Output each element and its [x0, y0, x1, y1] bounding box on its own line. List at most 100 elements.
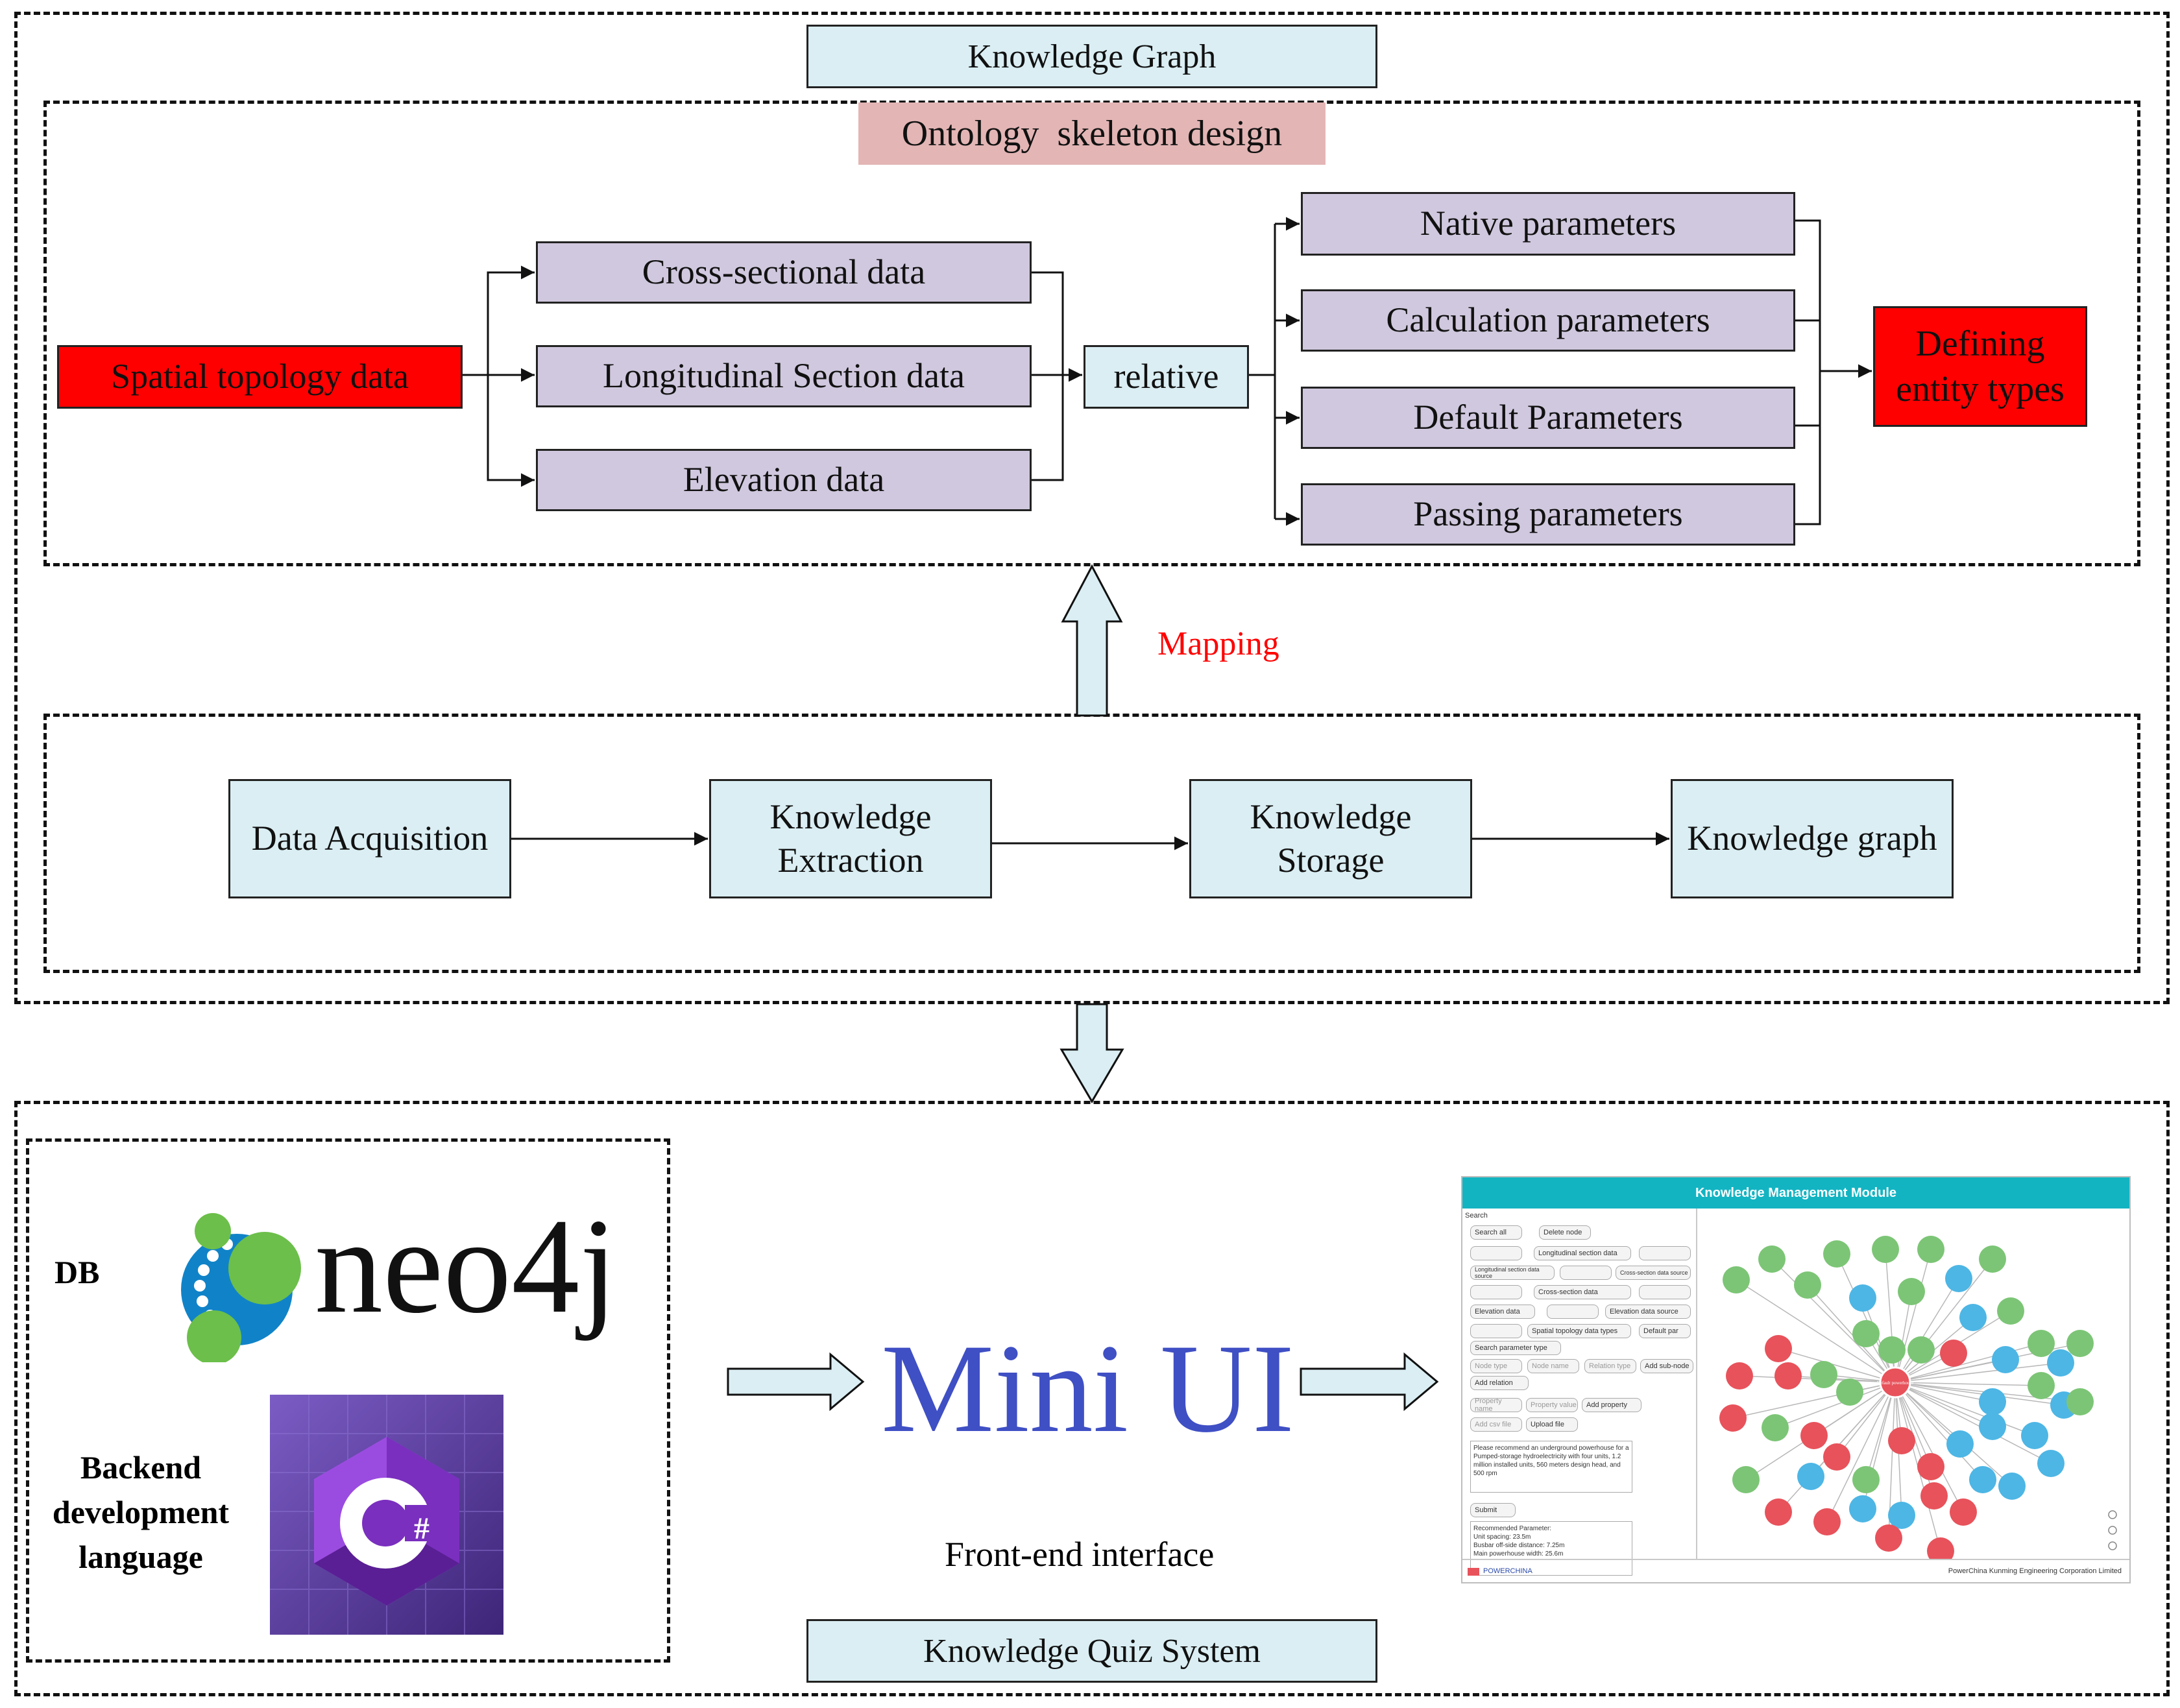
- powerchina-logo-icon: [1468, 1568, 1479, 1576]
- graph-node[interactable]: [1920, 1482, 1948, 1510]
- graph-node[interactable]: [1849, 1284, 1876, 1312]
- km-answer-line: Unit spacing: 23.5m: [1473, 1534, 1531, 1541]
- km-btn-search-all[interactable]: Search all: [1470, 1225, 1522, 1240]
- graph-node[interactable]: [1852, 1320, 1880, 1347]
- graph-node[interactable]: [2028, 1372, 2055, 1399]
- calculation-parameters-box: Calculation parameters: [1301, 289, 1795, 352]
- km-input-prop-name[interactable]: Property name: [1470, 1397, 1522, 1413]
- graph-node[interactable]: [1940, 1340, 1967, 1367]
- km-btn-elevation-source[interactable]: Elevation data source: [1605, 1305, 1691, 1319]
- graph-edge: [1895, 1382, 1993, 1427]
- km-input-prop-value[interactable]: Property value: [1526, 1398, 1578, 1412]
- graph-node[interactable]: [1992, 1346, 2019, 1373]
- graph-node[interactable]: [1813, 1508, 1841, 1535]
- km-btn-add-subnode[interactable]: Add sub-node: [1640, 1359, 1693, 1373]
- graph-node[interactable]: [1875, 1524, 1902, 1552]
- km-select-default[interactable]: Default par: [1639, 1324, 1691, 1338]
- graph-node[interactable]: [1979, 1245, 2006, 1273]
- zoom-control-icon[interactable]: [2108, 1541, 2117, 1550]
- km-module-screenshot: Knowledge Management Module Search Searc…: [1461, 1176, 2131, 1583]
- knowledge-graph-box: Knowledge graph: [1671, 779, 1954, 898]
- km-footer-right: PowerChina Kunming Engineering Corporati…: [1948, 1567, 2122, 1575]
- graph-node[interactable]: [1726, 1362, 1753, 1389]
- graph-node[interactable]: [1823, 1240, 1850, 1268]
- native-parameters-box: Native parameters: [1301, 192, 1795, 256]
- km-select-1[interactable]: [1470, 1246, 1522, 1260]
- graph-edge: [1895, 1382, 2035, 1436]
- graph-node[interactable]: [1836, 1378, 1863, 1406]
- graph-node[interactable]: [1800, 1422, 1828, 1449]
- graph-node[interactable]: [1872, 1236, 1899, 1263]
- zoom-control-icon[interactable]: [2108, 1526, 2117, 1535]
- graph-node[interactable]: [1898, 1278, 1925, 1305]
- km-btn-cross-section[interactable]: Cross-section data: [1534, 1285, 1631, 1299]
- graph-node[interactable]: [1917, 1453, 1944, 1480]
- data-acquisition-box: Data Acquisition: [228, 779, 511, 898]
- km-btn-add-property[interactable]: Add property: [1582, 1398, 1641, 1412]
- graph-node[interactable]: [1723, 1266, 1750, 1293]
- km-btn-add-relation[interactable]: Add relation: [1470, 1376, 1529, 1390]
- km-btn-submit[interactable]: Submit: [1470, 1503, 1516, 1517]
- graph-node[interactable]: [1719, 1404, 1747, 1432]
- km-graph-view[interactable]: Default powerhouse: [1697, 1209, 2131, 1559]
- graph-node[interactable]: [2021, 1422, 2048, 1449]
- graph-node[interactable]: [1758, 1245, 1786, 1273]
- graph-node[interactable]: [1979, 1413, 2006, 1440]
- graph-node[interactable]: [1810, 1361, 1837, 1388]
- km-btn-longitudinal[interactable]: Longitudinal section data: [1534, 1246, 1631, 1260]
- km-btn-delete-node[interactable]: Delete node: [1539, 1225, 1591, 1240]
- graph-node[interactable]: [1774, 1362, 1802, 1389]
- graph-node[interactable]: [1945, 1265, 1972, 1292]
- graph-node[interactable]: [1946, 1430, 1974, 1458]
- graph-node[interactable]: [2066, 1388, 2094, 1415]
- graph-node[interactable]: [1732, 1466, 1760, 1493]
- graph-edge: [1895, 1382, 2042, 1386]
- km-btn-search-param[interactable]: Search parameter type: [1470, 1341, 1561, 1355]
- km-select-2[interactable]: [1639, 1246, 1691, 1260]
- graph-node[interactable]: [2037, 1450, 2065, 1477]
- km-btn-upload[interactable]: Upload file: [1526, 1417, 1578, 1432]
- graph-node[interactable]: [1852, 1466, 1880, 1493]
- graph-node[interactable]: [2066, 1330, 2094, 1357]
- graph-node[interactable]: [2028, 1330, 2055, 1357]
- graph-node[interactable]: [2047, 1349, 2074, 1377]
- km-btn-cross-source[interactable]: Cross-section data source: [1616, 1266, 1691, 1280]
- km-input-csv[interactable]: Add csv file: [1470, 1417, 1522, 1432]
- graph-node[interactable]: [1849, 1495, 1876, 1522]
- graph-node[interactable]: [1797, 1463, 1824, 1490]
- zoom-control-icon[interactable]: [2108, 1510, 2117, 1519]
- mapping-label: Mapping: [1157, 625, 1279, 662]
- graph-node[interactable]: [1888, 1502, 1915, 1529]
- km-select-3[interactable]: [1560, 1266, 1612, 1280]
- km-select-7[interactable]: [1470, 1324, 1522, 1338]
- km-btn-long-source[interactable]: Longitudinal section data source: [1470, 1266, 1555, 1280]
- graph-node[interactable]: [1908, 1336, 1935, 1364]
- graph-node[interactable]: [1927, 1537, 1954, 1559]
- graph-node[interactable]: [1888, 1427, 1915, 1454]
- km-input-node-name[interactable]: Node name: [1527, 1359, 1579, 1373]
- graph-node[interactable]: [1878, 1336, 1906, 1364]
- km-btn-elevation[interactable]: Elevation data: [1470, 1305, 1535, 1319]
- graph-node[interactable]: [1765, 1335, 1792, 1362]
- km-select-5[interactable]: [1639, 1285, 1691, 1299]
- graph-node[interactable]: [1997, 1297, 2024, 1325]
- km-select-4[interactable]: [1470, 1285, 1522, 1299]
- graph-node[interactable]: [1950, 1498, 1977, 1526]
- graph-node[interactable]: [1762, 1414, 1789, 1441]
- graph-center-node[interactable]: [1879, 1366, 1911, 1399]
- km-input-relation-type[interactable]: Relation type: [1584, 1359, 1636, 1373]
- graph-node[interactable]: [1917, 1236, 1944, 1263]
- graph-node[interactable]: [1969, 1466, 1996, 1493]
- graph-node[interactable]: [1765, 1498, 1792, 1526]
- graph-node[interactable]: [1823, 1443, 1850, 1471]
- km-question-box[interactable]: Please recommend an underground powerhou…: [1470, 1441, 1632, 1493]
- graph-node[interactable]: [1979, 1388, 2006, 1415]
- km-answer-line: Recommended Parameter:: [1473, 1525, 1552, 1532]
- knowledge-extraction-box: Knowledge Extraction: [709, 779, 992, 898]
- graph-node[interactable]: [1959, 1304, 1987, 1331]
- graph-node[interactable]: [1998, 1473, 2026, 1500]
- graph-node[interactable]: [1794, 1271, 1821, 1299]
- km-select-6[interactable]: [1547, 1305, 1599, 1319]
- km-input-node-type[interactable]: Node type: [1470, 1359, 1522, 1373]
- km-btn-spatial-types[interactable]: Spatial topology data types: [1527, 1324, 1631, 1338]
